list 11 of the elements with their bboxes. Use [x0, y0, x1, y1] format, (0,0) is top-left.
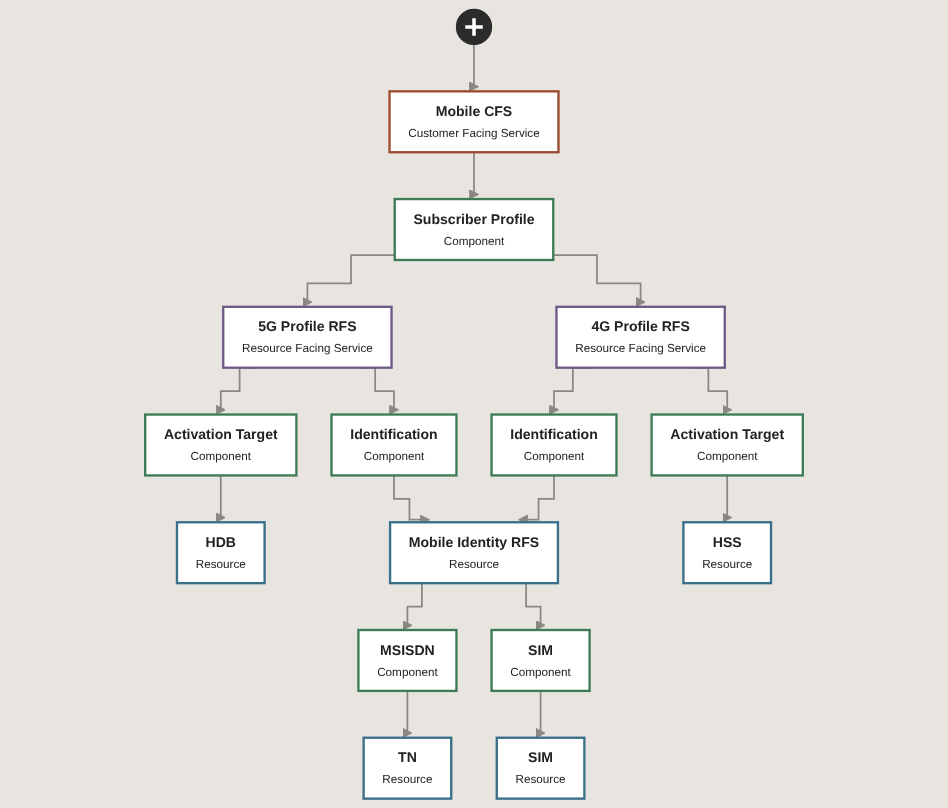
arrow [215, 474, 226, 523]
arrow [402, 690, 413, 739]
arrow [535, 690, 546, 739]
arrow [393, 474, 431, 525]
arrow [722, 474, 733, 523]
node-circle [455, 8, 493, 46]
arrow [517, 474, 555, 525]
arrow [468, 151, 480, 200]
arrow [302, 254, 396, 308]
arrow [468, 43, 480, 92]
arrow [552, 254, 646, 308]
